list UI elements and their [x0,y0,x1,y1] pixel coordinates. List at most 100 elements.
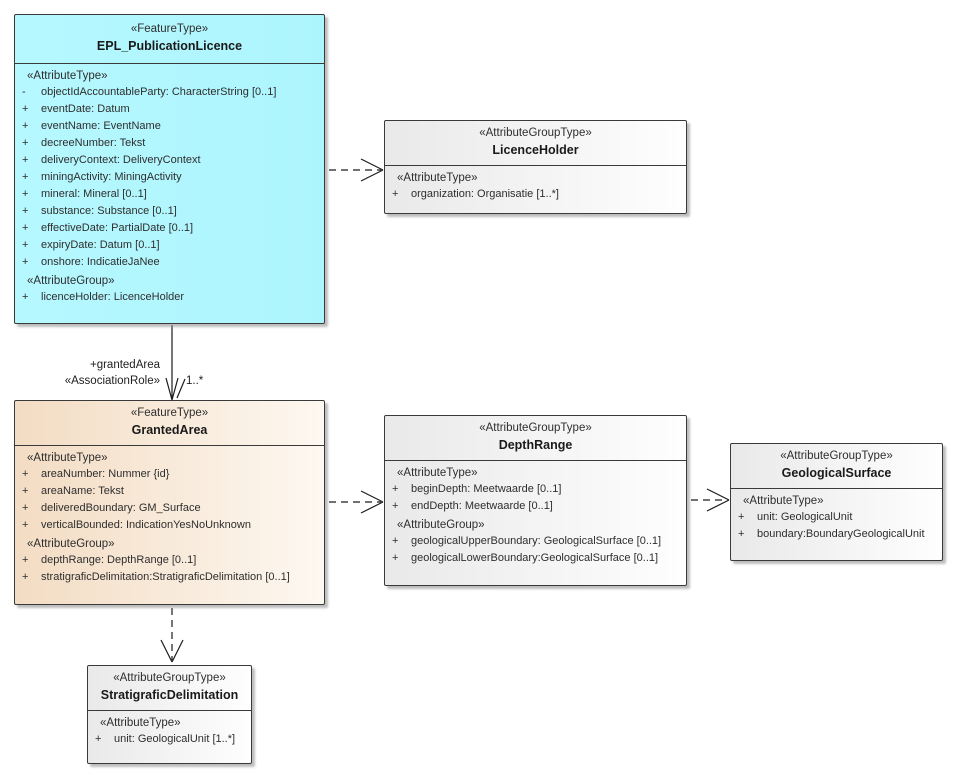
attribute-row: +substance: Substance [0..1] [15,203,324,220]
visibility-marker: + [22,502,29,514]
class-stratigraficdelimitation[interactable]: «AttributeGroupType» StratigraficDelimit… [87,665,252,764]
dependency-depthrange[interactable] [329,490,384,514]
visibility-marker: + [738,511,745,523]
attribute-row: +mineral: Mineral [0..1] [15,186,324,203]
class-licenceholder[interactable]: «AttributeGroupType» LicenceHolder «Attr… [384,120,687,214]
attribute-row: +eventDate: Datum [15,101,324,118]
visibility-marker: + [22,171,29,183]
class-name: DepthRange [498,438,573,452]
open-arrowhead-right-icon [360,490,384,514]
attribute-text: endDepth: Meetwaarde [0..1] [411,500,553,512]
attribute-text: stratigraficDelimitation:StratigraficDel… [41,571,290,583]
attribute-row: + onshore: IndicatieJaNee [15,254,324,271]
stereotype-heading: «AttributeType» [397,467,478,479]
class-attributes: «AttributeType»+beginDepth: Meetwaarde [… [385,461,686,585]
attribute-text: onshore: IndicatieJaNee [41,256,160,268]
visibility-marker: + [392,188,399,200]
class-attributes: «AttributeType»+unit: GeologicalUnit [1.… [88,711,251,763]
association-multiplicity-label: 1..* [186,375,204,387]
attribute-text: deliveredBoundary: GM_Surface [41,502,201,514]
visibility-marker: + [392,535,399,547]
visibility-marker: + [22,519,29,531]
attribute-text: beginDepth: Meetwaarde [0..1] [411,483,562,495]
attribute-text: expiryDate: Datum [0..1] [41,239,160,251]
class-header: «FeatureType» EPL_PublicationLicence [15,15,324,64]
visibility-marker: - [22,86,26,98]
class-stereotype: «FeatureType» [130,407,209,419]
class-header: «FeatureType» GrantedArea [15,401,324,446]
attribute-row: + deliveryContext: DeliveryContext [15,152,324,169]
class-epl-publicationlicence[interactable]: «FeatureType» EPL_PublicationLicence «At… [14,14,325,324]
visibility-marker: + [95,733,102,745]
visibility-marker: + [22,154,29,166]
class-attributes: «AttributeType»+areaNumber: Nummer {id}+… [15,446,324,604]
attribute-row: +verticalBounded: IndicationYesNoUnknown [15,517,324,534]
class-geologicalsurface[interactable]: «AttributeGroupType» GeologicalSurface «… [730,443,943,561]
class-stereotype: «AttributeGroupType» [479,127,592,139]
dependency-licenceholder[interactable] [329,158,384,182]
open-arrowhead-right-icon [360,158,384,182]
visibility-marker: + [738,528,745,540]
attribute-text: deliveryContext: DeliveryContext [41,154,201,166]
class-stereotype: «FeatureType» [130,23,209,35]
visibility-marker: + [22,239,29,251]
attribute-row: + stratigraficDelimitation:StratigraficDe… [15,569,324,586]
visibility-marker: + [22,120,29,132]
visibility-marker: + [22,137,29,149]
stereotype-heading: «AttributeGroup» [397,519,485,531]
attribute-text: organization: Organisatie [1..*] [411,188,559,200]
attribute-text: boundary:BoundaryGeologicalUnit [757,528,925,540]
association-stereotype-label: «AssociationRole» [64,375,160,387]
visibility-marker: + [392,552,399,564]
visibility-marker: + [22,256,29,268]
stereotype-heading: «AttributeType» [27,70,108,82]
visibility-marker: + [22,291,29,303]
attribute-text: areaName: Tekst [41,485,124,497]
class-attributes: «AttributeType» + unit: GeologicalUnit + bou… [731,489,942,560]
class-header: «AttributeGroupType» DepthRange [385,416,686,461]
attribute-row: + miningActivity: MiningActivity [15,169,324,186]
class-depthrange[interactable]: «AttributeGroupType» DepthRange «Attribu… [384,415,687,586]
open-arrowhead-right-icon [706,488,730,512]
association-role-label: +grantedArea [89,359,160,371]
attribute-row: + organization: Organisatie [1..*] [385,186,686,203]
dependency-geologicalsurface[interactable] [691,488,730,512]
attribute-row: +eventName: EventName [15,118,324,135]
attribute-text: depthRange: DepthRange [0..1] [41,554,197,566]
attribute-row: -objectIdAccountableParty: CharacterStri… [15,84,324,101]
class-stereotype: «AttributeGroupType» [113,672,226,684]
class-stereotype: «AttributeGroupType» [479,422,592,434]
attribute-text: miningActivity: MiningActivity [41,171,182,183]
attribute-row: + unit: GeologicalUnit [731,509,942,526]
open-arrowhead-down-icon [160,639,184,663]
stereotype-heading: «AttributeGroup» [27,275,115,287]
attribute-row: +decreeNumber: Tekst [15,135,324,152]
attribute-row: +areaName: Tekst [15,483,324,500]
attribute-row: +endDepth: Meetwaarde [0..1] [385,498,686,515]
class-attributes: «AttributeType» + organization: Organisati… [385,166,686,213]
association-grantedarea[interactable] [165,325,186,401]
open-arrowhead-down-icon [165,377,186,401]
class-stereotype: «AttributeGroupType» [780,450,893,462]
attribute-text: geologicalLowerBoundary:GeologicalSurfac… [411,552,659,564]
class-grantedarea[interactable]: «FeatureType» GrantedArea «AttributeType… [14,400,325,605]
class-name: StratigraficDelimitation [100,688,239,702]
dependency-stratigraficdelimitation[interactable] [160,608,184,663]
attribute-text: unit: GeologicalUnit [757,511,853,523]
visibility-marker: + [22,103,29,115]
stereotype-heading: «AttributeType» [397,172,478,184]
attribute-row: +effectiveDate: PartialDate [0..1] [15,220,324,237]
attribute-row: +beginDepth: Meetwaarde [0..1] [385,481,686,498]
visibility-marker: + [22,205,29,217]
class-name: GeologicalSurface [781,466,892,480]
class-name: GrantedArea [131,423,208,437]
class-header: «AttributeGroupType» StratigraficDelimit… [88,666,251,711]
attribute-row: + deliveredBoundary: GM_Surface [15,500,324,517]
class-attributes: «AttributeType» -objectIdAccountableParty… [15,64,324,323]
class-name: LicenceHolder [492,143,579,157]
stereotype-heading: «AttributeType» [100,717,181,729]
stereotype-heading: «AttributeType» [743,495,824,507]
visibility-marker: + [22,571,29,583]
